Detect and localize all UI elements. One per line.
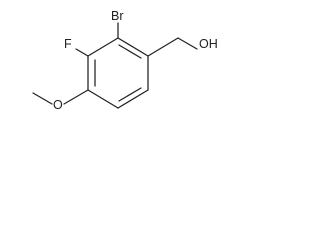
benzene-ring bbox=[87, 37, 149, 109]
methoxy-bond bbox=[63, 89, 89, 105]
ring-double-bond bbox=[118, 44, 142, 59]
chemical-structure: Br F OH O bbox=[32, 9, 218, 112]
hydroxyl-label: OH bbox=[199, 37, 218, 51]
ch2-bond bbox=[147, 37, 179, 57]
fluorine-bond bbox=[75, 48, 89, 57]
ring-double-bond bbox=[118, 87, 142, 102]
ring-bond bbox=[117, 37, 149, 57]
fluorine-label: F bbox=[64, 37, 72, 51]
ring-bond bbox=[87, 37, 119, 57]
oxygen-label: O bbox=[53, 98, 63, 112]
hydroxyl-bond bbox=[177, 37, 198, 50]
ring-bond bbox=[87, 89, 119, 109]
bromine-label: Br bbox=[111, 9, 124, 23]
methyl-bond bbox=[32, 92, 53, 105]
ring-bond bbox=[117, 89, 149, 109]
